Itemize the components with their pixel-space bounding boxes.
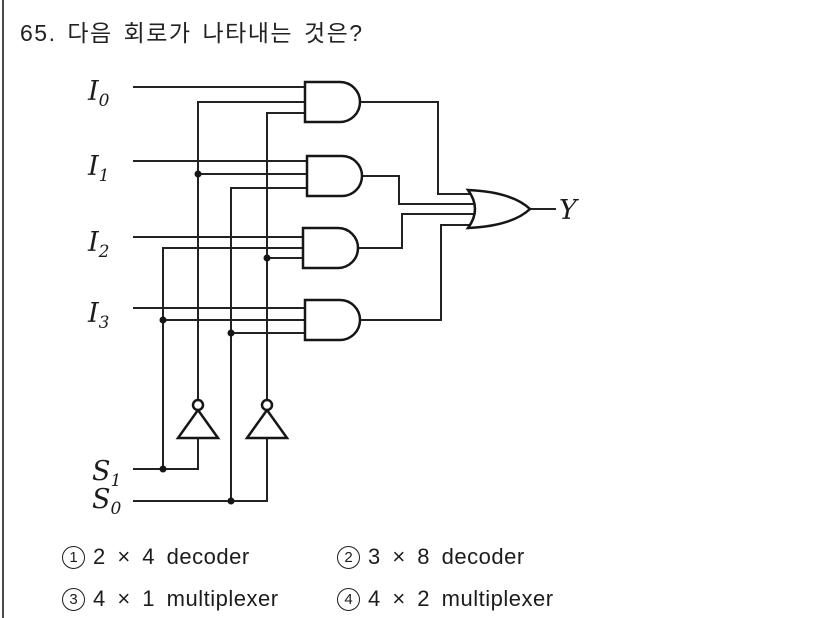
not-gate-2-bubble — [260, 398, 274, 412]
and-gate-1 — [303, 80, 362, 124]
label-i0: I0 — [87, 76, 110, 111]
answer-option-3: 3 4 × 1 multiplexer — [62, 585, 279, 613]
label-i3: I3 — [87, 298, 110, 333]
label-i1: I1 — [87, 151, 110, 186]
wire-and3-output — [358, 213, 484, 249]
junction-dot — [194, 170, 202, 178]
option-1-label: 2 × 4 decoder — [93, 544, 250, 569]
wire-and4-output — [360, 224, 484, 321]
or-gate — [465, 188, 532, 230]
junction-dot — [227, 329, 235, 337]
wire-s1not-bus — [197, 101, 309, 400]
not-gate-1-triangle — [175, 407, 221, 440]
answer-option-1: 1 2 × 4 decoder — [62, 543, 250, 571]
page-left-border — [2, 0, 4, 618]
option-4-label: 4 × 2 multiplexer — [368, 586, 554, 611]
circuit-wires — [133, 86, 556, 502]
question-title: 65. 다음 회로가 나타내는 것은? — [20, 20, 364, 46]
wire-and1-output — [360, 101, 484, 195]
and-gate-3 — [301, 226, 360, 270]
wire-s0-bus — [230, 187, 311, 501]
circuit-labels: I0 I1 I2 I3 S1 S0 Y — [87, 76, 579, 519]
junction-dot — [159, 316, 167, 324]
answer-option-2: 2 3 × 8 decoder — [337, 543, 525, 571]
answer-option-4: 4 4 × 2 multiplexer — [337, 585, 554, 613]
label-i2: I2 — [87, 227, 110, 262]
wire-s1-bus — [162, 247, 307, 469]
wire-and2-output — [362, 175, 484, 205]
option-2-label: 3 × 8 decoder — [368, 544, 525, 569]
wire-s1-input — [133, 438, 199, 470]
wire-s0-input — [133, 438, 268, 502]
not-gate-1-bubble — [191, 398, 205, 412]
junction-dot — [263, 254, 271, 262]
junction-dots — [159, 170, 271, 505]
label-s1: S1 — [92, 456, 121, 491]
junction-dot — [159, 465, 167, 473]
and-gate-4 — [303, 298, 362, 342]
label-s0: S0 — [92, 484, 122, 519]
wire-s0not-bus — [266, 112, 309, 400]
circuit-gates — [175, 80, 532, 440]
option-3-label: 4 × 1 multiplexer — [93, 586, 279, 611]
junction-dot — [227, 497, 235, 505]
option-4-number-circle: 4 — [337, 587, 360, 611]
option-2-number-circle: 2 — [337, 545, 360, 569]
option-1-number-circle: 1 — [62, 545, 85, 569]
option-3-number-circle: 3 — [62, 587, 85, 611]
label-y: Y — [559, 195, 579, 226]
and-gate-2 — [305, 154, 364, 198]
not-gate-2-triangle — [244, 407, 290, 440]
